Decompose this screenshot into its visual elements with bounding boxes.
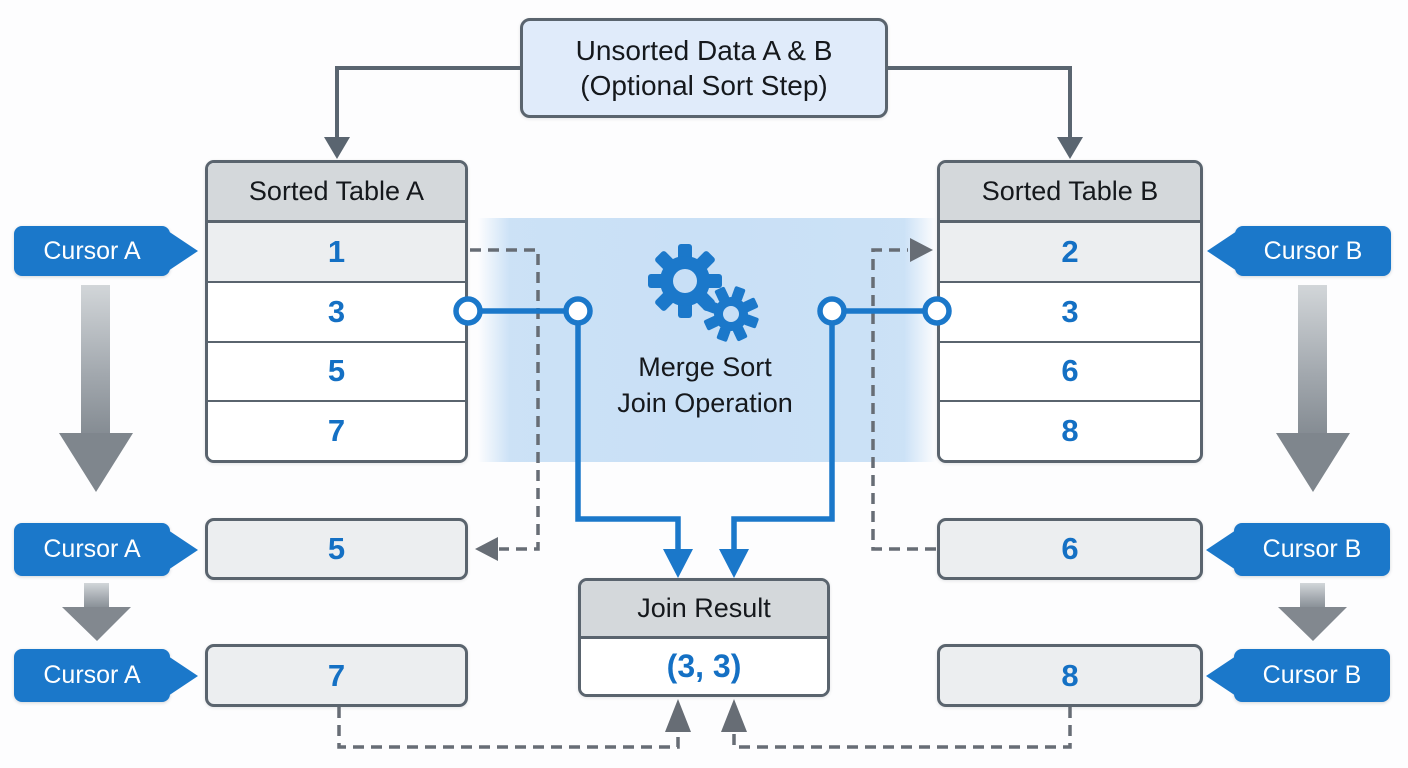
cursor-a-label-3: Cursor A: [14, 649, 170, 702]
join-result-value: (3, 3): [581, 639, 827, 694]
cursor-b-label-2: Cursor B: [1234, 523, 1390, 576]
table-b-row-2: 2: [940, 223, 1200, 283]
process-label: Merge Sort Join Operation: [545, 349, 865, 421]
table-b-row-8: 8: [940, 402, 1200, 460]
join-result-box: Join Result (3, 3): [578, 578, 830, 697]
table-a-row-1: 1: [208, 223, 465, 283]
sorted-table-b-header: Sorted Table B: [940, 163, 1200, 223]
table-b-row-6: 6: [940, 342, 1200, 403]
cursor-b-label-1: Cursor B: [1235, 226, 1391, 276]
cursor-a-label-2: Cursor A: [14, 523, 170, 576]
advanced-b-box-6: 6: [937, 518, 1203, 580]
unsorted-data-line1: Unsorted Data A & B: [575, 35, 833, 66]
process-label-line1: Merge Sort: [638, 352, 772, 382]
sorted-table-a-header: Sorted Table A: [208, 163, 465, 223]
cursor-a-scan-arrow: [59, 285, 133, 492]
top-connector-left: [324, 66, 520, 159]
join-result-header: Join Result: [581, 581, 827, 639]
cursor-a-label-1: Cursor A: [14, 226, 170, 276]
table-a-row-5: 5: [208, 342, 465, 403]
advanced-a-box-5: 5: [205, 518, 468, 580]
cursor-b-advance-arrow: [1278, 583, 1347, 641]
cursor-b-scan-arrow: [1276, 285, 1350, 492]
table-a-row-7: 7: [208, 402, 465, 460]
table-b-row-3: 3: [940, 282, 1200, 343]
sorted-table-b: Sorted Table B 2 3 6 8: [937, 160, 1203, 463]
process-highlight-band: [478, 218, 936, 462]
advanced-a-box-7: 7: [205, 644, 468, 707]
table-a-row-3: 3: [208, 282, 465, 343]
process-label-line2: Join Operation: [617, 388, 793, 418]
top-connector-right: [888, 66, 1083, 159]
unsorted-data-line2: (Optional Sort Step): [580, 70, 828, 101]
cursor-b-label-3: Cursor B: [1234, 649, 1390, 702]
unsorted-data-box: Unsorted Data A & B (Optional Sort Step): [520, 18, 888, 118]
cursor-a-advance-arrow: [62, 583, 131, 641]
advanced-b-box-8: 8: [937, 644, 1203, 707]
sorted-table-a: Sorted Table A 1 3 5 7: [205, 160, 468, 463]
